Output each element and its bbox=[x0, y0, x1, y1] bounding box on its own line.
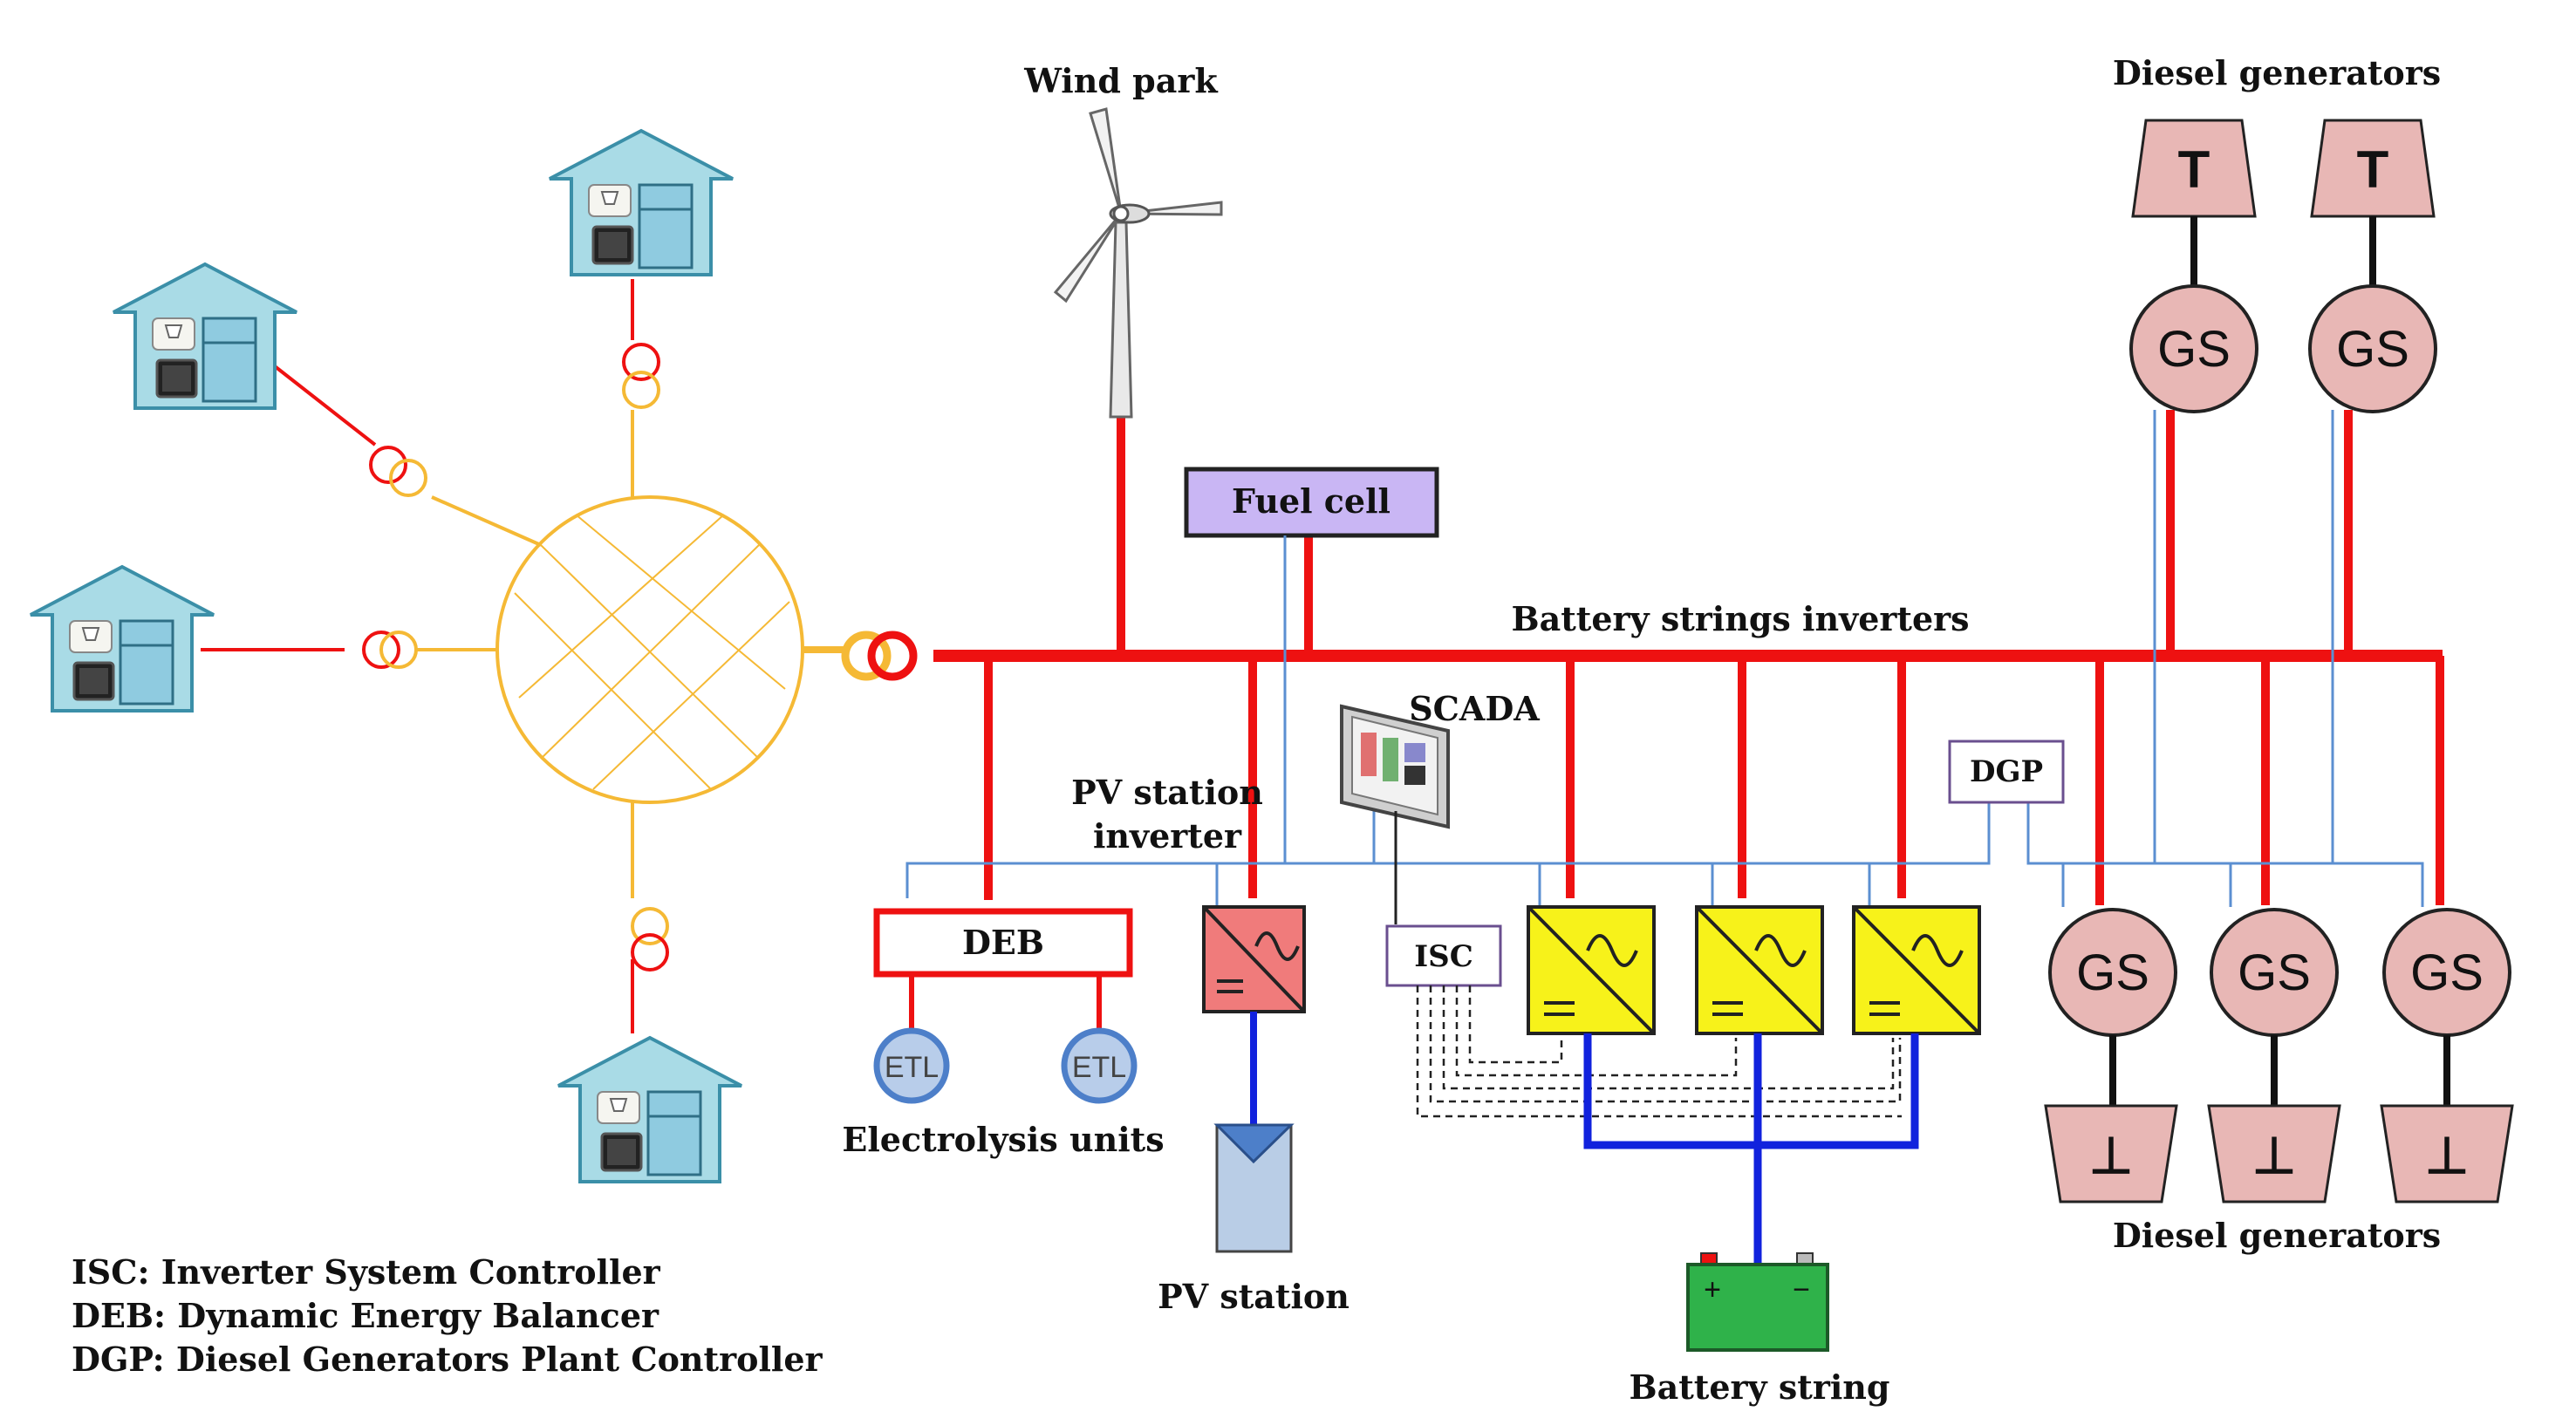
scada-label: SCADA bbox=[1409, 689, 1540, 728]
dgp-box bbox=[1948, 740, 2065, 804]
pv-inverter-icon bbox=[1202, 905, 1306, 1013]
house-icon bbox=[112, 262, 298, 410]
pv-station-label: PV station bbox=[1158, 1277, 1349, 1316]
diesel-generator-bottom: GS ⊥ bbox=[2044, 908, 2178, 1203]
turbine-symbol: ⊥ bbox=[2252, 1128, 2297, 1184]
transformers bbox=[362, 343, 918, 972]
legend-item-isc: ISC: Inverter System Controller bbox=[72, 1252, 661, 1292]
house-icon bbox=[548, 129, 735, 276]
battery-icon: + − bbox=[1686, 1252, 1829, 1352]
battery-inverter-icon bbox=[1695, 905, 1824, 1035]
etl-label: ETL bbox=[885, 1051, 939, 1084]
house-icon bbox=[557, 1036, 743, 1183]
pv-inverter-label-line1: PV station bbox=[1071, 773, 1263, 812]
isc-box bbox=[1385, 924, 1502, 987]
communication-lines bbox=[905, 410, 2424, 907]
turbine-symbol: ⊥ bbox=[2425, 1128, 2470, 1184]
legend: ISC: Inverter System Controller DEB: Dyn… bbox=[72, 1252, 823, 1379]
gs-label: GS bbox=[2076, 944, 2149, 1001]
battery-minus-symbol: − bbox=[1793, 1273, 1810, 1306]
legend-item-dgp: DGP: Diesel Generators Plant Controller bbox=[72, 1340, 823, 1379]
etl-unit: ETL bbox=[1061, 1027, 1138, 1104]
diesel-generators-bottom-label: Diesel generators bbox=[2113, 1216, 2441, 1255]
diesel-generator-top: T GS bbox=[2308, 119, 2437, 413]
distribution-grid bbox=[414, 410, 846, 898]
transformer-house-3 bbox=[622, 343, 660, 409]
gs-label: GS bbox=[2410, 944, 2484, 1001]
diesel-generator-bottom: GS ⊥ bbox=[2207, 908, 2341, 1203]
turbine-symbol: T bbox=[2357, 140, 2389, 199]
dc-lines bbox=[1583, 1033, 1919, 1265]
wind-park-label: Wind park bbox=[1023, 61, 1218, 100]
etl-label: ETL bbox=[1072, 1051, 1126, 1084]
pv-inverter-label-line2: inverter bbox=[1093, 816, 1242, 856]
gs-generator-icon bbox=[2308, 284, 2437, 413]
electrolysis-units-label: Electrolysis units bbox=[842, 1120, 1164, 1159]
isc-control-lines bbox=[1416, 985, 1902, 1118]
diesel-generator-bottom: GS ⊥ bbox=[2380, 908, 2514, 1203]
turbine-symbol: T bbox=[2178, 140, 2210, 199]
scada-screen-icon bbox=[1340, 704, 1450, 829]
wind-turbine-icon bbox=[1053, 107, 1223, 419]
turbine-icon bbox=[2380, 1104, 2514, 1203]
pv-panel-icon bbox=[1213, 1123, 1295, 1253]
legend-item-deb: DEB: Dynamic Energy Balancer bbox=[72, 1296, 659, 1335]
transformer-house-4 bbox=[631, 907, 669, 972]
gs-label: GS bbox=[2238, 944, 2311, 1001]
battery-string-label: Battery string bbox=[1630, 1367, 1890, 1407]
isc-label: ISC bbox=[1414, 939, 1473, 974]
turbine-icon bbox=[2310, 119, 2436, 218]
gs-label: GS bbox=[2157, 321, 2231, 378]
fuel-cell-box bbox=[1184, 467, 1439, 538]
transformer-main bbox=[841, 631, 918, 681]
etl-unit: ETL bbox=[873, 1027, 950, 1104]
diesel-generator-top: T GS bbox=[2129, 119, 2258, 413]
turbine-symbol: ⊥ bbox=[2089, 1128, 2134, 1184]
dgp-label: DGP bbox=[1970, 754, 2043, 789]
transformer-house-1 bbox=[369, 446, 427, 497]
power-lines bbox=[201, 279, 2444, 1033]
gs-label: GS bbox=[2336, 321, 2409, 378]
house-icon bbox=[29, 565, 215, 712]
battery-inverter-icon bbox=[1527, 905, 1656, 1035]
battery-plus-symbol: + bbox=[1704, 1273, 1721, 1306]
deb-box bbox=[873, 908, 1133, 978]
battery-strings-inverters-label: Battery strings inverters bbox=[1511, 599, 1969, 638]
fuel-cell-label: Fuel cell bbox=[1232, 481, 1390, 521]
deb-label: DEB bbox=[962, 923, 1044, 962]
diesel-generators-top-label: Diesel generators bbox=[2113, 53, 2441, 92]
transformer-house-2 bbox=[362, 631, 418, 669]
gs-generator-icon bbox=[2129, 284, 2258, 413]
turbine-icon bbox=[2207, 1104, 2341, 1203]
turbine-icon bbox=[2044, 1104, 2178, 1203]
battery-inverter-icon bbox=[1852, 905, 1981, 1035]
turbine-icon bbox=[2131, 119, 2257, 218]
